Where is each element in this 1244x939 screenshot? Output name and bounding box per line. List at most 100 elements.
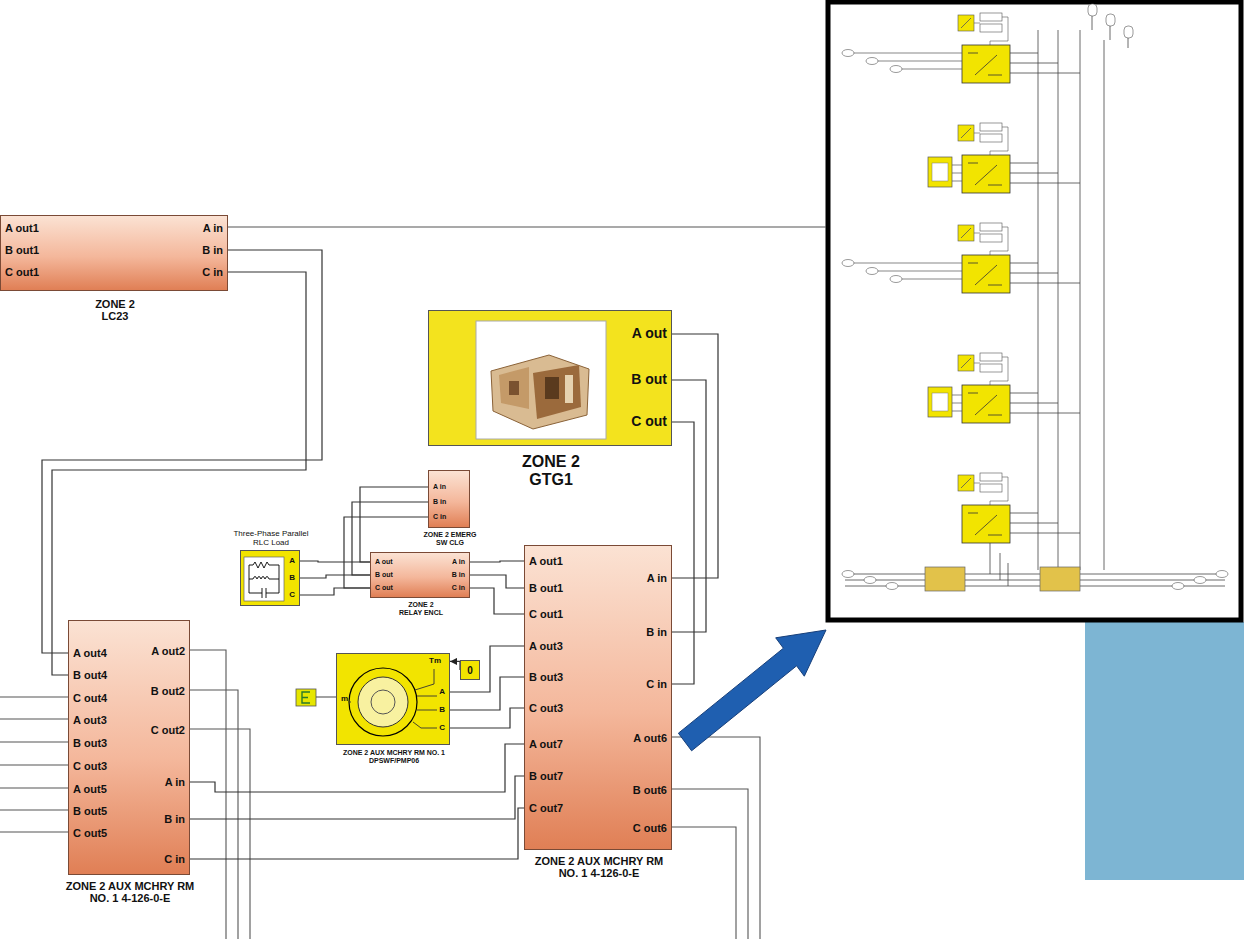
generator-block: A outB outC outZONE 2 GTG1	[428, 310, 672, 446]
zoom-inset	[925, 567, 965, 591]
port-label: A	[439, 688, 445, 697]
port-label: C	[289, 591, 295, 600]
terminator-symbol	[296, 689, 316, 706]
port-label: A out6	[633, 732, 667, 744]
zoom-inset	[958, 353, 1080, 423]
port-label: B in	[164, 813, 185, 825]
terminator-symbol	[302, 692, 310, 703]
port-label: C out3	[73, 760, 107, 772]
background-panel	[1085, 622, 1244, 880]
port-label: A in	[203, 222, 223, 234]
port-label: B out3	[529, 671, 563, 683]
zoom-inset	[958, 223, 1080, 293]
zoom-inset	[1172, 583, 1184, 590]
wire	[470, 561, 524, 614]
port-label: C in	[202, 266, 223, 278]
port-label: B out3	[73, 737, 107, 749]
zoom-inset	[842, 571, 854, 578]
port-label: A out5	[73, 783, 107, 795]
zoom-inset	[958, 473, 1080, 543]
zoom-inset	[1038, 30, 1104, 570]
port-label: A out7	[529, 738, 563, 750]
block-name: ZONE 2 AUX MCHRY RM NO. 1 4-126-0-E	[524, 855, 674, 879]
zoom-inset	[828, 2, 1241, 620]
block-illustration	[249, 562, 279, 598]
zoom-inset	[958, 123, 1080, 193]
port-label: B in	[452, 571, 465, 579]
static-wires	[0, 697, 68, 832]
block-illustration	[565, 375, 573, 403]
block-name: ZONE 2 LC23	[85, 298, 145, 322]
port-label: B in	[646, 626, 667, 638]
port-label: C out6	[633, 822, 667, 834]
port-label: C in	[433, 513, 446, 521]
zoom-inset	[928, 387, 962, 417]
port-label: B	[439, 706, 445, 715]
block-illustration	[244, 557, 284, 601]
port-label: C in	[164, 853, 185, 865]
zoom-inset	[845, 574, 1225, 586]
zoom-inset	[1194, 577, 1206, 584]
port-label: C in	[452, 584, 465, 592]
wire	[190, 744, 524, 859]
block-illustration	[476, 321, 606, 439]
block-heading: Three-Phase Parallel RLC Load	[229, 530, 313, 548]
port-label: B out1	[5, 244, 39, 256]
block-illustration	[358, 677, 408, 727]
zoom-inset	[1092, 8, 1128, 48]
wire	[42, 250, 322, 675]
zoom-inset	[1040, 567, 1080, 591]
zoom-inset	[842, 260, 962, 283]
port-label: C	[439, 724, 445, 733]
port-label: A out1	[5, 222, 39, 234]
zoom-inset	[842, 50, 962, 73]
zoom-inset	[828, 2, 1241, 620]
port-label: Tm	[429, 657, 441, 666]
block-illustration	[371, 690, 395, 714]
static-wires	[316, 696, 336, 697]
signal-arrow	[450, 661, 460, 670]
static-wires	[0, 227, 826, 939]
wire	[300, 561, 370, 595]
port-label: A out1	[529, 555, 563, 567]
block-illustration	[337, 654, 451, 746]
zoom-inset	[928, 157, 962, 187]
port-label: A out3	[73, 714, 107, 726]
port-label: A in	[647, 572, 667, 584]
port-label: B out5	[73, 805, 107, 817]
port-label: A out3	[529, 640, 563, 652]
port-label: B out7	[529, 770, 563, 782]
block-illustration	[349, 669, 437, 728]
port-label: B in	[202, 244, 223, 256]
port-label: A out	[375, 558, 393, 566]
subsystem-block: A out1B out1C out1A inB inC inZONE 2 LC2…	[0, 215, 228, 291]
relay-subsystem: A outB outC outA inB inC inZONE 2 RELAY …	[370, 552, 470, 598]
zoom-inset	[1124, 26, 1133, 38]
port-label: A in	[452, 558, 465, 566]
block-illustration	[491, 355, 589, 429]
port-label: B in	[433, 498, 446, 506]
block-illustration	[545, 377, 559, 399]
constant-value: 0	[461, 665, 479, 676]
port-label: B out4	[73, 669, 107, 681]
static-wires	[228, 226, 826, 227]
rlc-load-block: Three-Phase Parallel RLC LoadABC	[240, 550, 300, 606]
bus-subsystem: A out1B out1C out1A out3B out3C out3A ou…	[524, 545, 672, 850]
port-label: C out7	[529, 802, 563, 814]
port-label: C out3	[529, 702, 563, 714]
static-wires	[672, 737, 760, 939]
port-label: A out2	[151, 645, 185, 657]
port-label: C out1	[529, 608, 563, 620]
bus-subsystem: A out4B out4C out4A out3B out3C out3A ou…	[68, 620, 190, 875]
zoom-inset	[1216, 571, 1228, 578]
port-label: B out	[631, 372, 667, 387]
block-name: ZONE 2 AUX MCHRY RM NO. 1 4-126-0-E	[55, 880, 205, 904]
subsystem-block: A inB inC inZONE 2 EMERG SW CLG	[428, 470, 470, 528]
port-label: C out	[631, 414, 667, 429]
port-label: A in	[433, 483, 446, 491]
constant-block: 0	[460, 660, 480, 680]
block-illustration	[349, 668, 417, 736]
port-label: C out1	[5, 266, 39, 278]
zoom-inset	[886, 583, 898, 590]
